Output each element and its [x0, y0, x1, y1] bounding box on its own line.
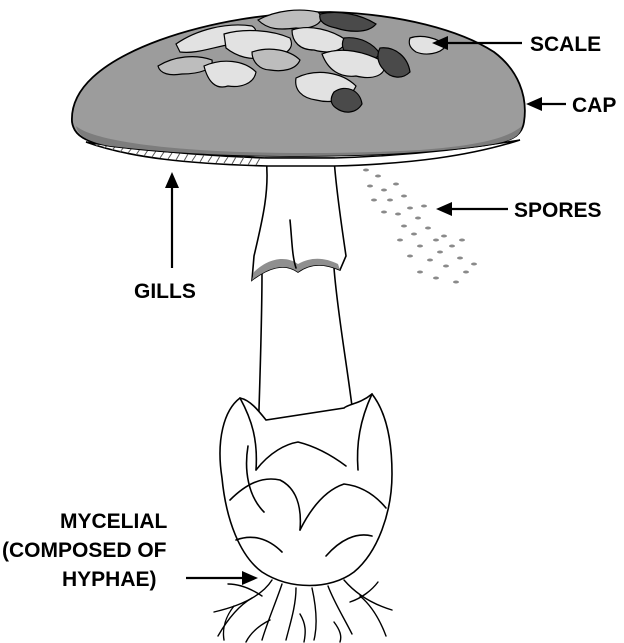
arrow-gills: [165, 172, 179, 268]
volva: [220, 394, 392, 586]
stem: [252, 158, 356, 440]
spores: [363, 169, 477, 284]
label-gills: GILLS: [134, 280, 196, 303]
arrow-spores: [436, 202, 508, 216]
volva-cup-outer: [220, 394, 392, 586]
arrow-cap: [526, 97, 566, 111]
label-mycelial-line2: (COMPOSED OF: [2, 539, 167, 562]
label-scale: SCALE: [530, 33, 601, 56]
label-mycelial-line1: MYCELIAL: [60, 510, 168, 533]
label-mycelial-line3: HYPHAE): [62, 568, 157, 591]
mycelium-hyphae: [214, 580, 392, 642]
label-cap: CAP: [572, 94, 616, 117]
cap: [72, 10, 525, 166]
label-spores: SPORES: [514, 199, 602, 222]
arrow-mycelial: [186, 571, 258, 585]
